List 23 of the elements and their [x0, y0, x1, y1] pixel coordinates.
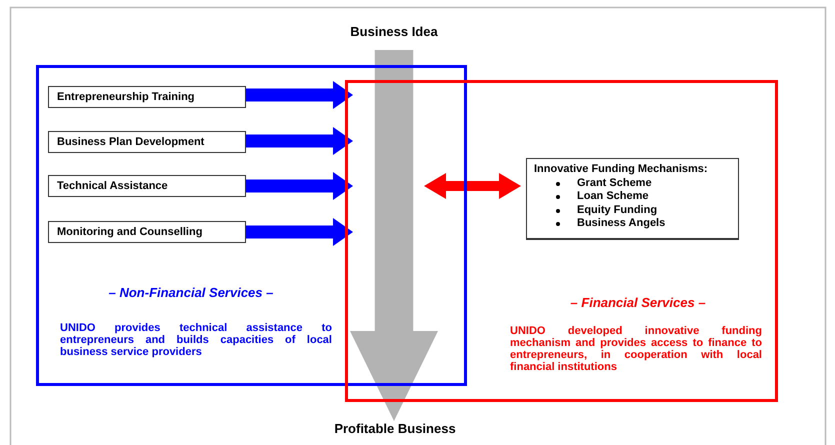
box-heading: Innovative Funding Mechanisms:: [534, 163, 708, 175]
bullet-item: Loan Scheme: [577, 190, 649, 202]
section-heading: – Non-Financial Services –: [108, 285, 274, 301]
service-box: Entrepreneurship Training: [48, 86, 246, 108]
arrow: [244, 172, 353, 200]
double-arrow: [424, 173, 521, 199]
service-group-panel: [36, 65, 467, 386]
description-text: UNIDO provides technical assistance to entrepreneurs and builds capacities of local business service providers: [60, 322, 332, 358]
service-box: Technical Assistance: [48, 175, 246, 197]
arrow: [244, 127, 353, 155]
description-text: UNIDO developed innovative funding mechanism and provides access to finance to entrepreneurs, in cooperation with local financial institutions: [510, 325, 762, 373]
arrow: [244, 218, 353, 246]
service-group-panel: [345, 80, 778, 402]
section-heading: – Financial Services –: [569, 295, 707, 311]
start-label: Business Idea: [339, 24, 449, 44]
bullet-item: Grant Scheme: [577, 176, 652, 188]
bullet-item: Business Angels: [577, 217, 666, 229]
service-box: Monitoring and Counselling: [48, 221, 246, 243]
bullet-item: Equity Funding: [577, 204, 658, 216]
arrow: [244, 81, 353, 109]
funding-box: [526, 158, 739, 240]
end-label: Profitable Business: [330, 421, 460, 441]
service-box: Business Plan Development: [48, 131, 246, 153]
